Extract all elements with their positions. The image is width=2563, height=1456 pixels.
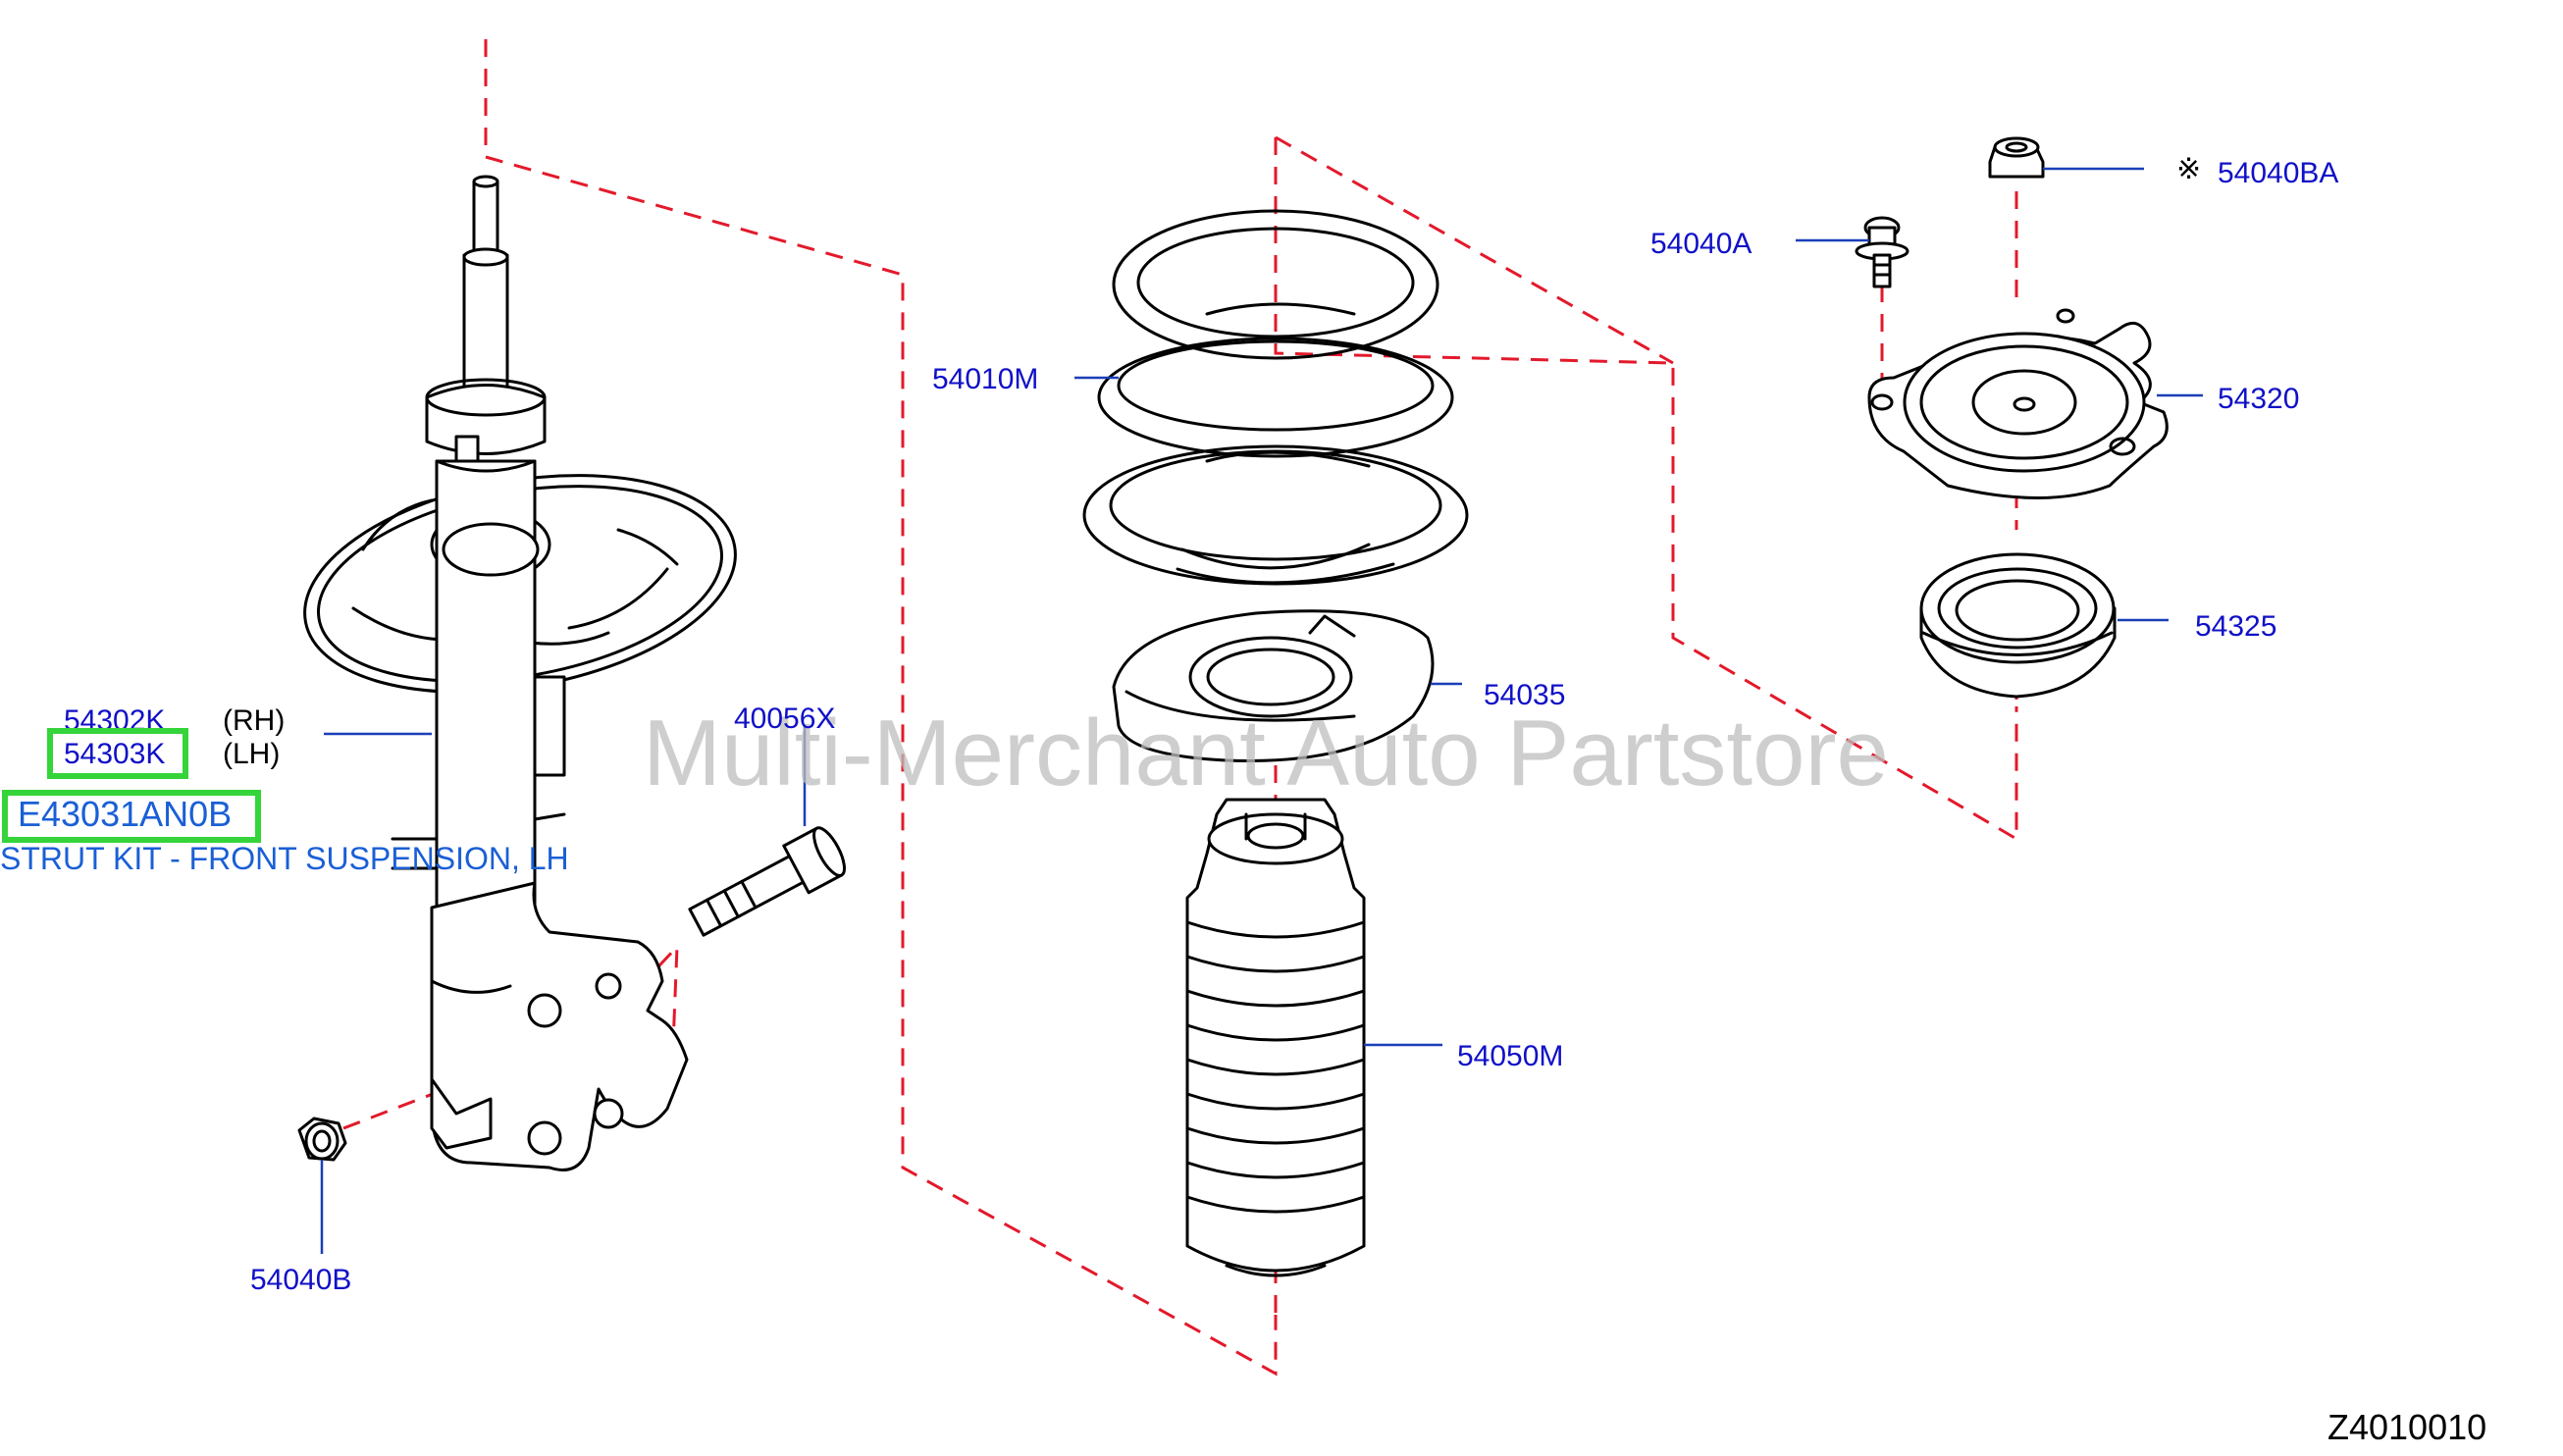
label-54035[interactable]: 54035 (1484, 679, 1565, 711)
dust-boot-54050m (1185, 798, 1366, 1277)
leader-lines (320, 167, 2203, 1254)
spring-insulator-54035 (1112, 609, 1435, 762)
label-54040a[interactable]: 54040A (1650, 228, 1752, 260)
strut-mount-54320 (1867, 308, 2169, 499)
label-rh: (RH) (223, 704, 285, 737)
kit-part-number[interactable]: E43031AN0B (18, 794, 232, 834)
part-labels: 54302K (RH) 54303K (LH) E43031AN0B STRUT… (0, 153, 2338, 1296)
coil-spring-54010m (1082, 209, 1469, 586)
kit-description: STRUT KIT - FRONT SUSPENSION, LH (0, 841, 569, 876)
label-54050m[interactable]: 54050M (1457, 1040, 1563, 1072)
label-54303k[interactable]: 54303K (64, 738, 165, 770)
label-54040ba[interactable]: 54040BA (2218, 157, 2338, 189)
nut-54040b (297, 1117, 347, 1162)
diagram-code: Z4010010 (2328, 1407, 2486, 1447)
label-54010m[interactable]: 54010M (932, 363, 1038, 395)
highlight-54303k (47, 728, 188, 779)
label-54040b[interactable]: 54040B (250, 1264, 351, 1296)
label-lh: (LH) (223, 738, 280, 770)
bolt-40056x (688, 826, 846, 937)
label-54320[interactable]: 54320 (2218, 383, 2299, 415)
watermark: Multi-Merchant Auto Partstore (643, 701, 1889, 806)
strut-bearing-54325 (1919, 552, 2117, 699)
label-54325[interactable]: 54325 (2195, 610, 2276, 643)
asterisk-mark: ※ (2176, 153, 2201, 185)
label-40056x[interactable]: 40056X (734, 702, 835, 735)
nut-54040ba (1988, 136, 2045, 179)
bolt-54040a (1855, 216, 1909, 288)
strut-assembly (303, 175, 737, 1171)
highlight-kit-number (2, 790, 261, 843)
